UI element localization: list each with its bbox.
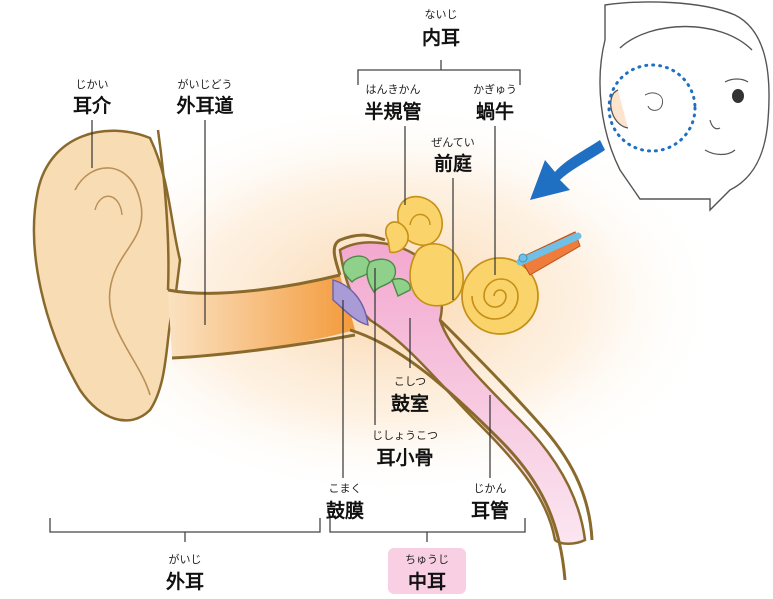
eustachian-label: 耳管: [471, 499, 509, 522]
semicircular-label: 半規管: [364, 100, 421, 123]
tympanic-cavity-ruby: こしつ: [394, 375, 426, 388]
face-inset: [600, 2, 769, 210]
cochlea-ruby: かぎゅう: [473, 82, 517, 96]
auricle-ruby: じかい: [76, 78, 109, 91]
auricle-label: 耳介: [73, 94, 112, 117]
vestibule-label: 前庭: [434, 152, 472, 175]
tympanic-cavity-label: 鼓室: [391, 392, 429, 415]
vestibule-ruby: ぜんてい: [431, 136, 474, 149]
outer-ear-ruby: がいじ: [169, 552, 202, 566]
ossicles-label: 耳小骨: [376, 447, 433, 469]
inner-ear-label: 内耳: [422, 26, 460, 49]
semicircular-ruby: はんきかん: [366, 83, 421, 96]
cochlea-label: 蝸牛: [476, 100, 514, 123]
middle-ear-label: 中耳: [408, 570, 446, 593]
middle-ear-ruby: ちゅうじ: [405, 553, 449, 566]
ear-canal-label: 外耳道: [176, 94, 233, 117]
eustachian-ruby: じかん: [474, 482, 507, 495]
auricle-shape: [34, 130, 180, 420]
eardrum-ruby: こまく: [329, 482, 362, 495]
outer-ear-brace: [50, 518, 320, 532]
eardrum-label: 鼓膜: [326, 499, 364, 522]
ear-canal-ruby: がいじどう: [178, 77, 233, 91]
inner-ear-ruby: ないじ: [425, 8, 458, 21]
outer-ear-label: 外耳: [166, 570, 204, 593]
ossicles-ruby: じしょうこつ: [372, 429, 438, 442]
